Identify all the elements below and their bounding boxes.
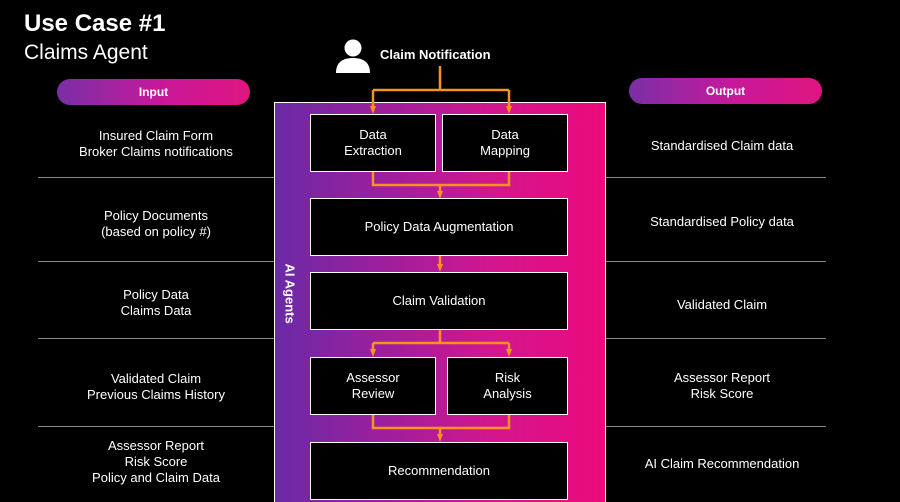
row-divider — [606, 426, 826, 427]
output-line: Validated Claim — [676, 297, 768, 312]
box-line: Assessor — [346, 370, 400, 385]
input-item: Validated Claim Previous Claims History — [38, 361, 274, 413]
box-line: Policy Data Augmentation — [364, 219, 514, 234]
output-item: AI Claim Recommendation — [606, 446, 838, 482]
box-line: Recommendation — [388, 463, 490, 478]
box-line: Extraction — [344, 143, 402, 158]
row-divider — [38, 177, 274, 178]
input-line: Previous Claims History — [87, 387, 225, 402]
box-line: Data — [491, 127, 519, 142]
input-line: Insured Claim Form — [98, 128, 214, 143]
claim-notification-label: Claim Notification — [380, 47, 491, 62]
input-line: Assessor Report — [107, 438, 205, 453]
row-divider — [38, 426, 274, 427]
data-extraction-box: Data Extraction — [310, 114, 436, 172]
assessor-review-box: Assessor Review — [310, 357, 436, 415]
input-item: Insured Claim Form Broker Claims notific… — [38, 118, 274, 170]
recommendation-box: Recommendation — [310, 442, 568, 500]
row-divider — [38, 338, 274, 339]
output-line: Assessor Report — [673, 370, 771, 385]
output-line: Standardised Policy data — [650, 214, 794, 229]
row-divider — [606, 338, 826, 339]
input-line: Claims Data — [120, 303, 192, 318]
input-item: Assessor Report Risk Score Policy and Cl… — [38, 435, 274, 489]
input-line: Policy Documents — [103, 208, 209, 223]
claim-validation-box: Claim Validation — [310, 272, 568, 330]
box-line: Data — [359, 127, 387, 142]
risk-analysis-box: Risk Analysis — [447, 357, 568, 415]
output-item: Standardised Claim data — [606, 128, 838, 164]
row-divider — [606, 261, 826, 262]
page-title: Use Case #1 — [24, 10, 166, 37]
input-line: Policy Data — [123, 287, 189, 302]
box-line: Analysis — [483, 386, 532, 401]
page-subtitle: Claims Agent — [24, 41, 148, 64]
box-line: Review — [351, 386, 395, 401]
row-divider — [38, 261, 274, 262]
input-line: Risk Score — [124, 454, 188, 469]
person-icon — [336, 39, 370, 73]
input-item: Policy Data Claims Data — [38, 277, 274, 329]
input-line: Broker Claims notifications — [79, 144, 233, 159]
output-line: Standardised Claim data — [650, 138, 794, 153]
input-line: (based on policy #) — [101, 224, 211, 239]
box-line: Claim Validation — [392, 293, 486, 308]
output-line: Risk Score — [690, 386, 754, 401]
output-item: Validated Claim — [606, 287, 838, 323]
output-item: Assessor Report Risk Score — [606, 360, 838, 412]
policy-data-augmentation-box: Policy Data Augmentation — [310, 198, 568, 256]
row-divider — [606, 177, 826, 178]
input-item: Policy Documents (based on policy #) — [38, 198, 274, 250]
box-line: Mapping — [480, 143, 530, 158]
input-line: Validated Claim — [110, 371, 202, 386]
output-header: Output — [629, 78, 822, 104]
input-header: Input — [57, 79, 250, 105]
box-line: Risk — [494, 370, 521, 385]
data-mapping-box: Data Mapping — [442, 114, 568, 172]
output-item: Standardised Policy data — [606, 204, 838, 240]
output-line: AI Claim Recommendation — [644, 456, 800, 471]
input-line: Policy and Claim Data — [92, 470, 220, 485]
